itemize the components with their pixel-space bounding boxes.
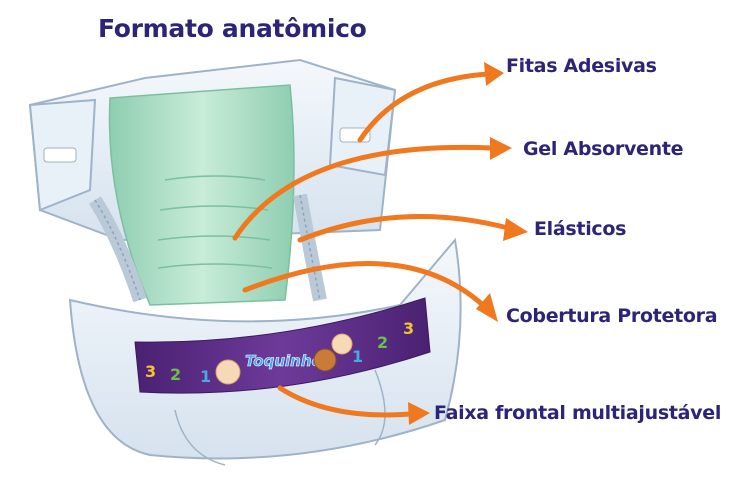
diagram-title: Formato anatômico bbox=[98, 14, 367, 43]
label-faixa-frontal: Faixa frontal multiajustável bbox=[434, 402, 721, 424]
label-elasticos: Elásticos bbox=[534, 218, 626, 240]
band-number: 3 bbox=[403, 319, 414, 338]
label-cobertura-protetora: Cobertura Protetora bbox=[506, 305, 717, 327]
left-tab-slot bbox=[44, 148, 76, 162]
band-number: 1 bbox=[352, 347, 363, 366]
label-fitas-adesivas: Fitas Adesivas bbox=[506, 55, 657, 77]
arrowhead-elasticos bbox=[503, 218, 528, 241]
teddy-bear-illustration bbox=[314, 349, 336, 371]
arrowhead-gel bbox=[490, 137, 512, 160]
label-gel-absorvente: Gel Absorvente bbox=[523, 138, 683, 160]
right-tab bbox=[330, 78, 395, 175]
arrowhead-cobertura bbox=[476, 293, 498, 322]
band-number: 1 bbox=[200, 367, 211, 386]
band-number: 3 bbox=[145, 362, 156, 381]
arrowhead-fitas bbox=[484, 62, 504, 86]
baby-illustration bbox=[216, 360, 240, 384]
band-number: 2 bbox=[377, 333, 388, 352]
band-number: 2 bbox=[170, 365, 181, 384]
band-brand: Toquinho bbox=[245, 352, 322, 370]
baby-illustration bbox=[332, 334, 352, 354]
